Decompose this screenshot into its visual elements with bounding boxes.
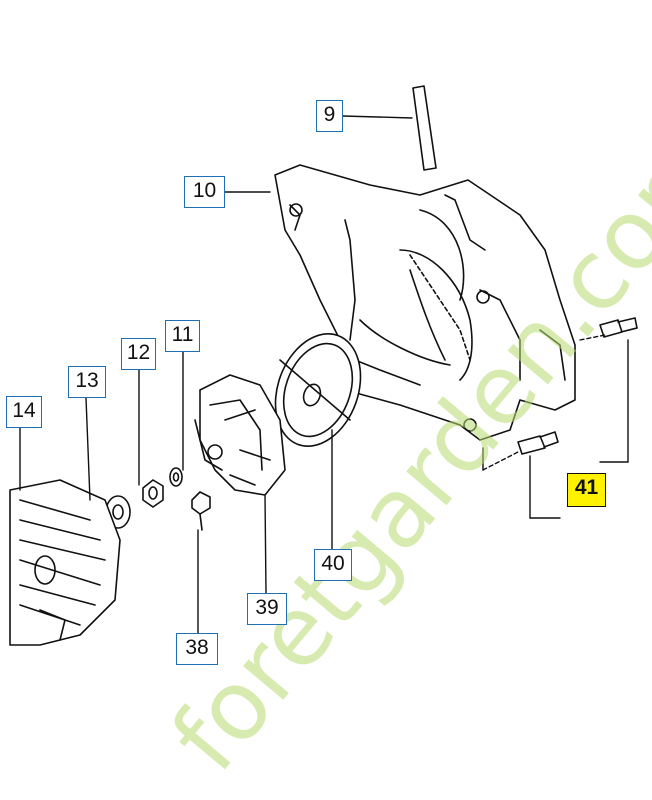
callout-40: 40 [314, 549, 352, 581]
callout-14: 14 [6, 396, 42, 428]
callout-41: 41 [567, 473, 606, 507]
part-38-screw [191, 491, 211, 531]
callout-38: 38 [176, 633, 218, 665]
callout-13: 13 [68, 366, 106, 398]
callout-11: 11 [165, 320, 200, 352]
part-39-assembly [194, 374, 286, 496]
callout-9: 9 [316, 100, 343, 132]
leader-lines [19, 115, 629, 634]
part-41-bolt-upper [599, 317, 638, 338]
callout-39: 39 [247, 593, 287, 625]
part-12-nut [142, 479, 164, 508]
callout-12: 12 [121, 338, 156, 370]
part-40-disc [274, 333, 362, 447]
callout-10: 10 [184, 176, 225, 208]
part-11-washer [169, 467, 183, 487]
part-9-rod [412, 85, 437, 171]
part-41-bolt-lower [517, 431, 559, 455]
part-14-flywheel [9, 479, 121, 646]
